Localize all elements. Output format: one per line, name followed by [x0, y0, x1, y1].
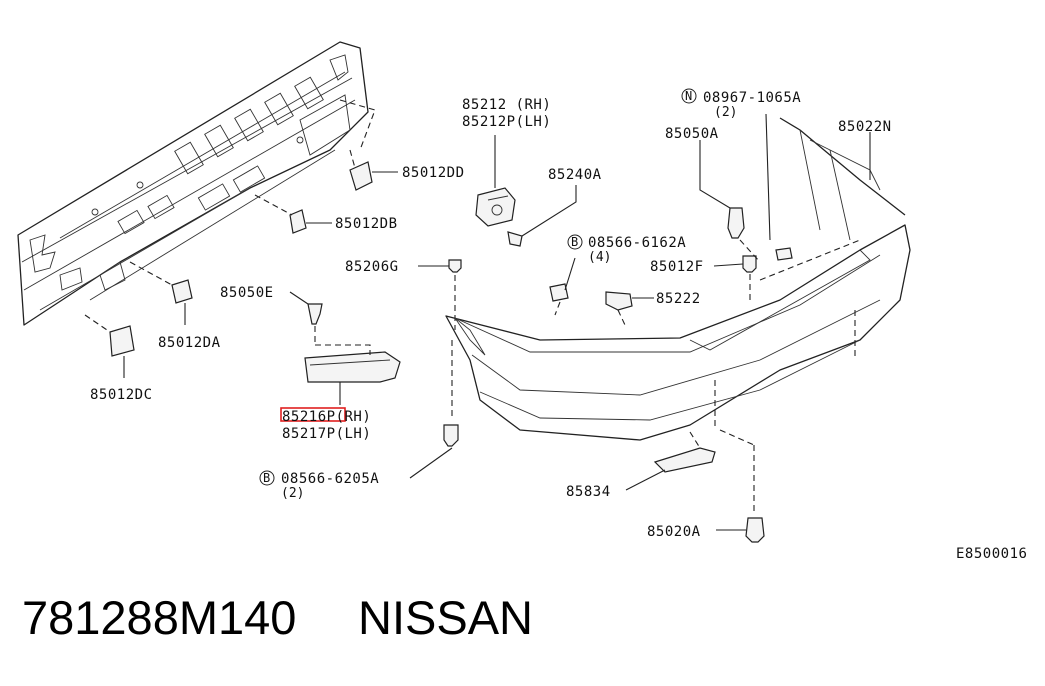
label-08967-1065A: 08967-1065A — [703, 90, 801, 106]
n-symbol-letter: N — [685, 89, 692, 103]
label-85050E: 85050E — [220, 285, 274, 301]
clip-85050E — [289, 291, 323, 345]
highlight-box — [280, 407, 346, 422]
label-85012DB: 85012DB — [335, 216, 398, 232]
qty-08967-1065A: (2) — [714, 105, 737, 120]
diagram-code: E8500016 — [956, 546, 1027, 562]
label-85012DD: 85012DD — [402, 165, 465, 181]
label-85240A: 85240A — [548, 167, 602, 183]
b-symbol-icon-2 — [259, 470, 275, 486]
bumper-fascia-85022N — [445, 117, 911, 441]
clip-85050A — [699, 140, 761, 263]
label-85012DC: 85012DC — [90, 387, 153, 403]
screw-08566-6162A — [549, 257, 576, 316]
label-85012F: 85012F — [650, 259, 704, 275]
label-85216P: 85216P(RH) — [282, 409, 371, 425]
bolt-85240A — [507, 185, 577, 247]
label-85012DA: 85012DA — [158, 335, 221, 351]
brand-name: NISSAN — [358, 591, 533, 644]
bracket-85012DD — [349, 149, 398, 191]
label-08566-6205A: 08566-6205A — [281, 471, 379, 487]
screw-08566-6205A — [409, 340, 459, 479]
b-symbol-letter: B — [571, 235, 578, 249]
label-85212: 85212 (RH) — [462, 97, 551, 113]
label-08566-6162A: 08566-6162A — [588, 235, 686, 251]
bracket-85012DB — [254, 194, 332, 234]
reflector-85834 — [625, 431, 716, 491]
label-85206G: 85206G — [345, 259, 399, 275]
bracket-85012DC — [84, 314, 135, 378]
label-85022N: 85022N — [838, 119, 892, 135]
label-85834: 85834 — [566, 484, 611, 500]
bracket-85012F — [713, 255, 757, 300]
screw-85206G — [418, 259, 462, 330]
extension-85216 — [304, 344, 401, 405]
bolt-08967-1065A — [765, 113, 793, 261]
clip-85222 — [605, 291, 654, 326]
part-number: 781288M140 — [22, 591, 297, 644]
bracket-85012DA — [129, 261, 193, 325]
label-85217P: 85217P(LH) — [282, 426, 371, 442]
b-symbol-icon — [567, 234, 583, 250]
label-85050A: 85050A — [665, 126, 719, 142]
qty-08566-6162A: (4) — [588, 250, 611, 265]
label-85222: 85222 — [656, 291, 701, 307]
qty-08566-6205A: (2) — [281, 486, 304, 501]
n-symbol-icon — [681, 88, 697, 104]
label-85020A: 85020A — [647, 524, 701, 540]
b-symbol-letter-2: B — [263, 471, 270, 485]
rear-panel-illustration — [17, 41, 376, 326]
bolt-85020A — [716, 429, 765, 543]
label-85212P: 85212P(LH) — [462, 114, 551, 130]
bracket-85212 — [475, 135, 516, 227]
